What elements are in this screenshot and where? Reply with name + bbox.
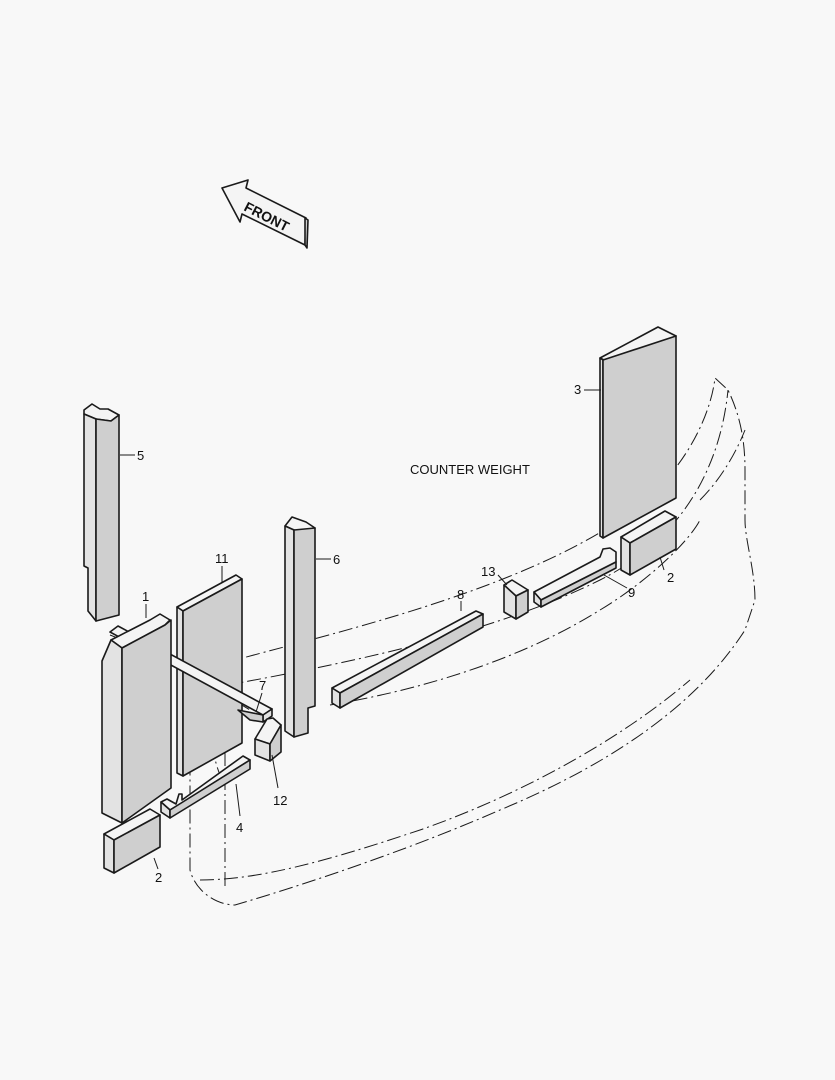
callout-13: 13	[481, 564, 495, 579]
callout-9: 9	[628, 585, 635, 600]
callout-11: 11	[215, 551, 229, 566]
callout-labels: 5 3 6 11 1 2 2 9 8 13 7 12 4	[137, 382, 674, 885]
callout-7: 7	[259, 678, 266, 693]
callout-2-right: 2	[667, 570, 674, 585]
part-4-bar	[160, 755, 251, 819]
part-5-post	[83, 403, 120, 622]
diagram-title: COUNTER WEIGHT	[410, 462, 530, 477]
part-2-block-left	[103, 808, 161, 874]
part-6-post	[284, 516, 316, 738]
leader-lines	[120, 389, 665, 870]
callout-3: 3	[574, 382, 581, 397]
callout-8: 8	[457, 587, 464, 602]
callout-1: 1	[142, 589, 149, 604]
part-8-bar	[331, 610, 484, 709]
part-9-bar	[533, 547, 617, 608]
part-3-plate	[599, 326, 677, 539]
callout-12: 12	[273, 793, 287, 808]
callout-5: 5	[137, 448, 144, 463]
callout-4: 4	[236, 820, 243, 835]
part-1-plate	[101, 613, 172, 824]
front-arrow: FRONT	[221, 179, 309, 249]
part-2-block-right	[620, 510, 677, 576]
callout-6: 6	[333, 552, 340, 567]
part-13-block	[503, 579, 529, 620]
part-12-block	[254, 717, 282, 762]
callout-2-left: 2	[155, 870, 162, 885]
